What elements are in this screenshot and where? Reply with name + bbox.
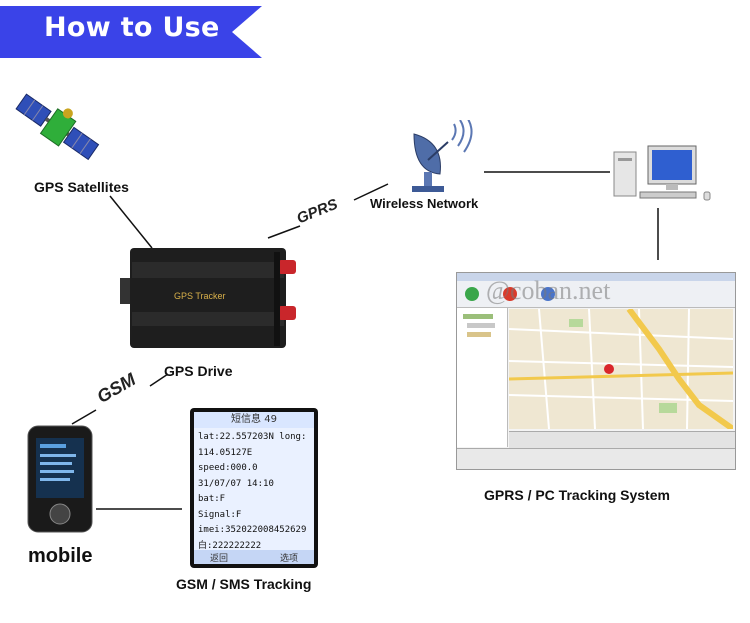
sms-line: 白:222222222 (198, 540, 262, 551)
tracking-label: GPRS / PC Tracking System (484, 487, 670, 503)
sms-line: imei:352022008452629 (198, 525, 307, 535)
sms-line: Signal:F (198, 509, 242, 520)
satellite-icon (15, 93, 100, 161)
sms-screen: 短信息 49 lat:22.557203N long: 114.05127E s… (190, 408, 318, 568)
sms-softkeys: 返回 选项 (194, 550, 314, 564)
satellite-label: GPS Satellites (34, 179, 129, 195)
stop-icon (503, 287, 517, 301)
desktop-computer-icon (613, 145, 711, 201)
watermark: @coban.net (486, 276, 611, 305)
sms-line: lat:22.557203N long: (198, 432, 307, 442)
how-to-use-banner (0, 0, 272, 64)
banner-title: How to Use (44, 12, 220, 43)
window-titlebar (457, 273, 735, 281)
mobile-phone-icon (27, 425, 93, 533)
network-label: Wireless Network (370, 196, 479, 211)
tracker-label: GPS Drive (164, 363, 233, 379)
satellite-dish-icon (412, 120, 473, 192)
mobile-label: mobile (28, 545, 93, 567)
sms-header: 短信息 49 (194, 412, 314, 428)
toolbar (457, 281, 735, 308)
sms-line: 31/07/07 14:10 (198, 478, 274, 489)
sms-line: 114.05127E speed:000.0 (198, 447, 258, 474)
sms-options-key[interactable]: 选项 (279, 554, 298, 564)
sms-back-key[interactable]: 返回 (210, 554, 229, 564)
tracker-device-text: GPS Tracker (174, 291, 226, 301)
status-table (509, 431, 735, 448)
status-bar (457, 448, 735, 469)
tracking-map (509, 309, 733, 429)
sms-line: bat:F (198, 494, 226, 504)
device-tree (457, 308, 508, 447)
gps-tracker-icon (120, 248, 296, 348)
search-icon (541, 287, 555, 301)
tracking-software-window (456, 272, 736, 470)
run-icon (465, 287, 479, 301)
sms-label: GSM / SMS Tracking (176, 576, 312, 592)
